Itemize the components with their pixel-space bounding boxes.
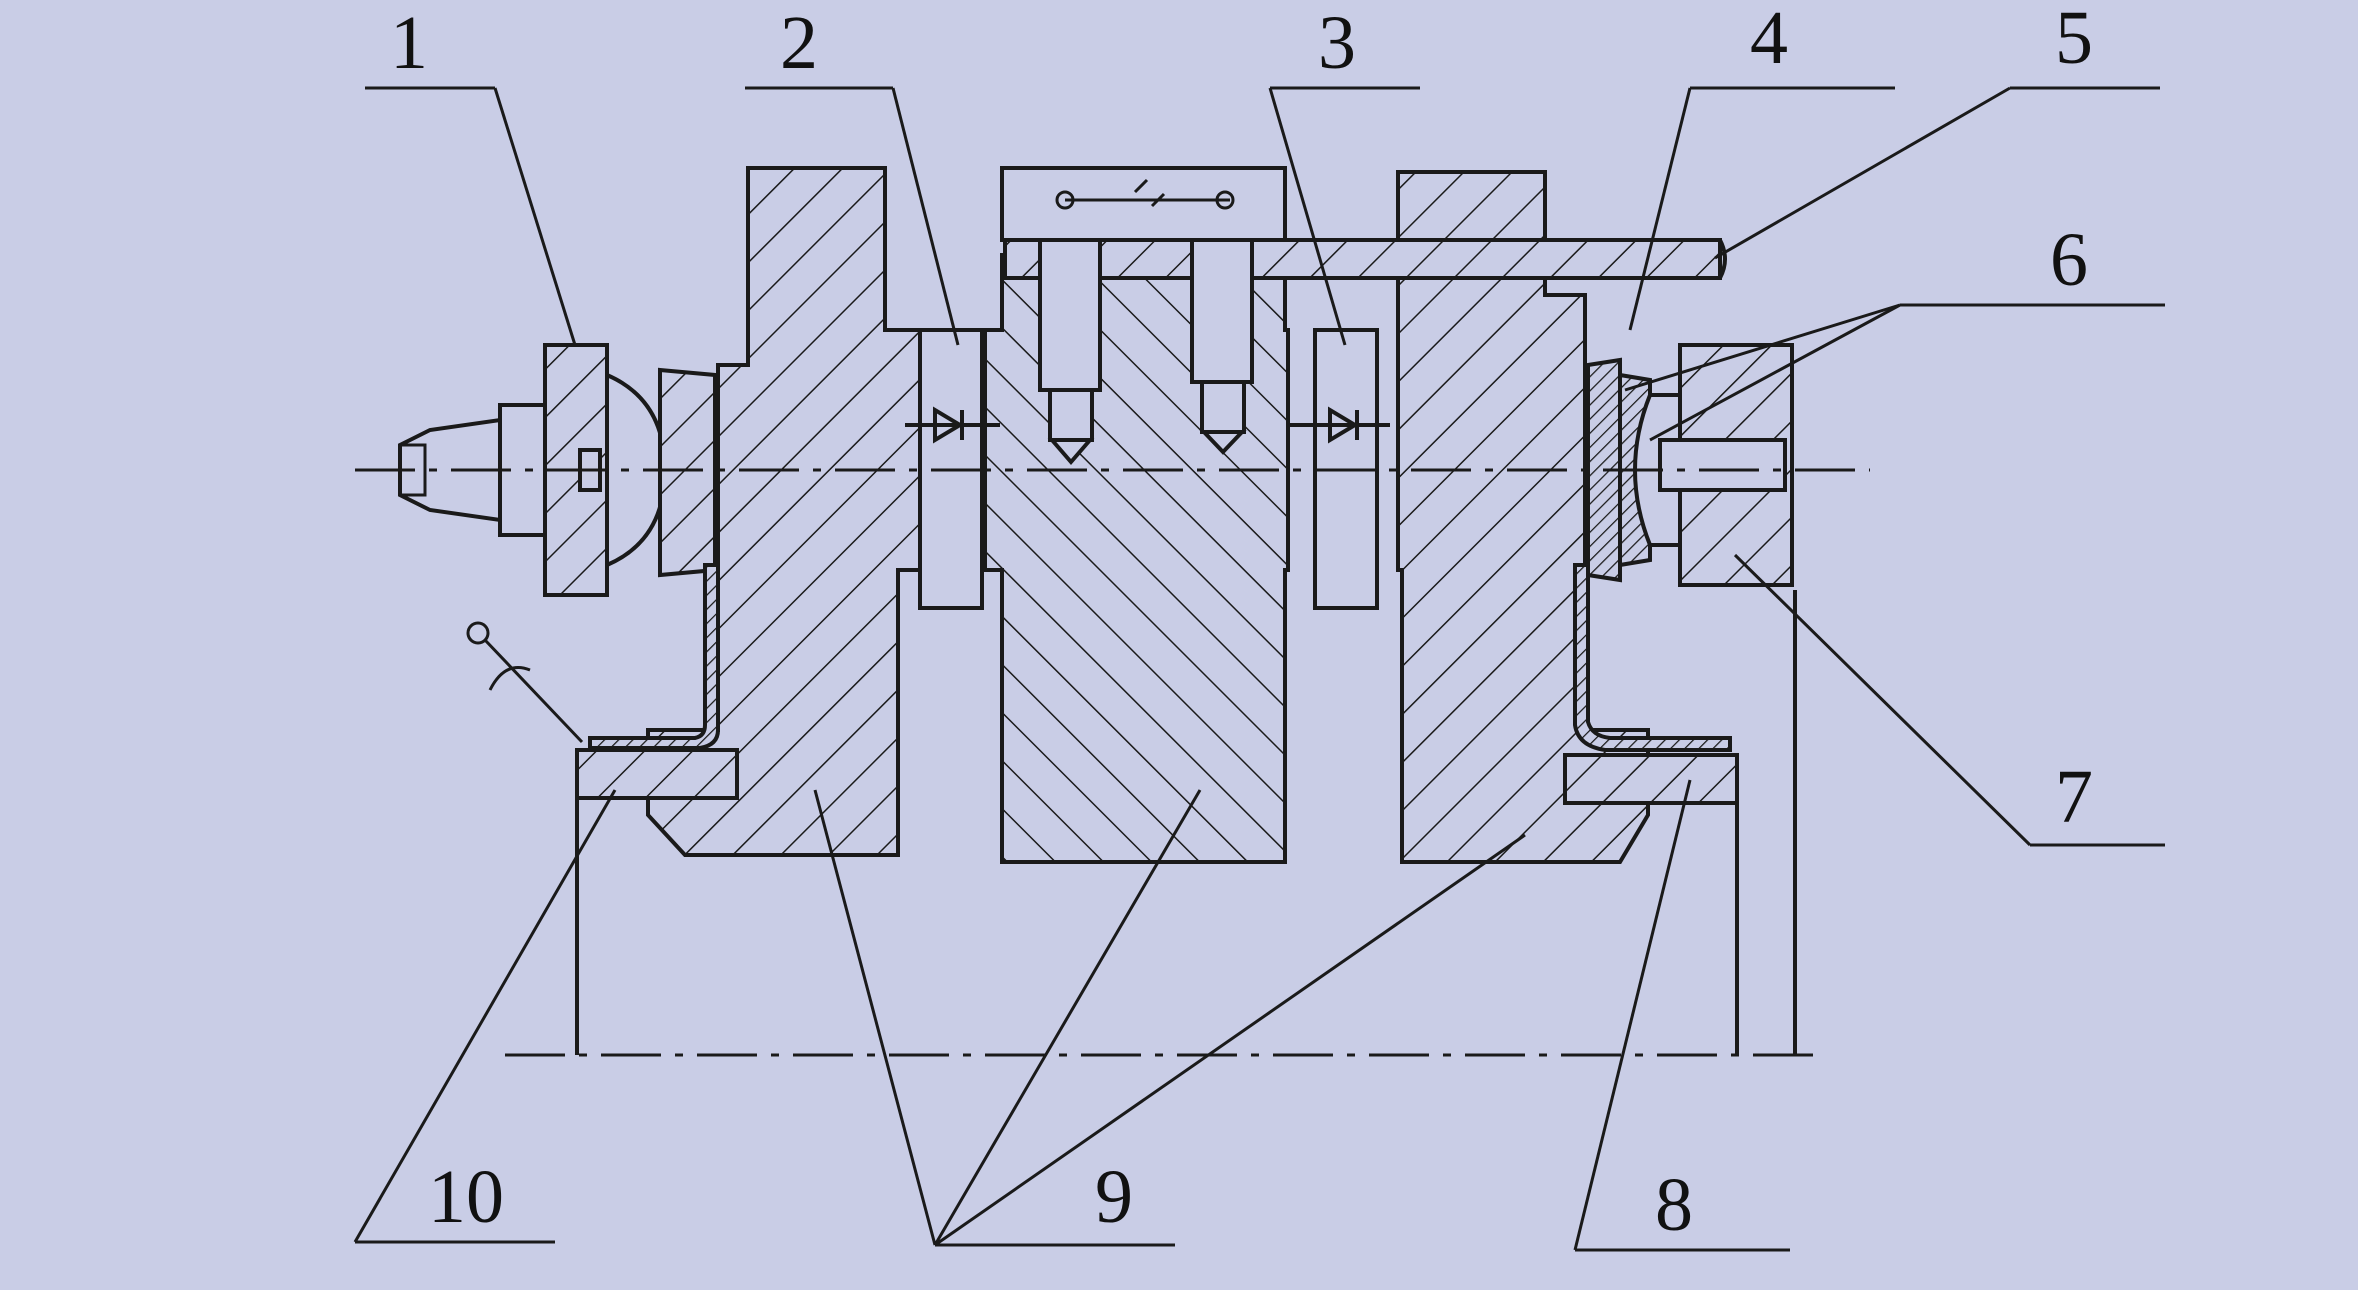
callout-10: 10 [428, 1155, 504, 1239]
screws [1038, 238, 1254, 466]
hook-symbol [466, 621, 584, 744]
leader-lines [353, 86, 2165, 1252]
callout-9: 9 [1095, 1155, 1133, 1239]
callout-7: 7 [2055, 755, 2093, 839]
left-foot [575, 748, 739, 800]
left-flange-body [646, 166, 922, 857]
right-flange-body [1396, 170, 1650, 864]
right-bracket [1573, 563, 1732, 752]
base-frame [505, 590, 1825, 1057]
callout-2: 2 [780, 1, 818, 85]
callout-8: 8 [1655, 1163, 1693, 1247]
callout-4: 4 [1750, 0, 1788, 80]
right-foot [1563, 753, 1739, 805]
left-bracket [588, 563, 720, 750]
callout-5: 5 [2055, 0, 2093, 80]
callout-3: 3 [1318, 1, 1356, 85]
top-bus-bar [1000, 166, 1727, 280]
callout-1: 1 [390, 1, 428, 85]
callout-6: 6 [2050, 218, 2088, 302]
